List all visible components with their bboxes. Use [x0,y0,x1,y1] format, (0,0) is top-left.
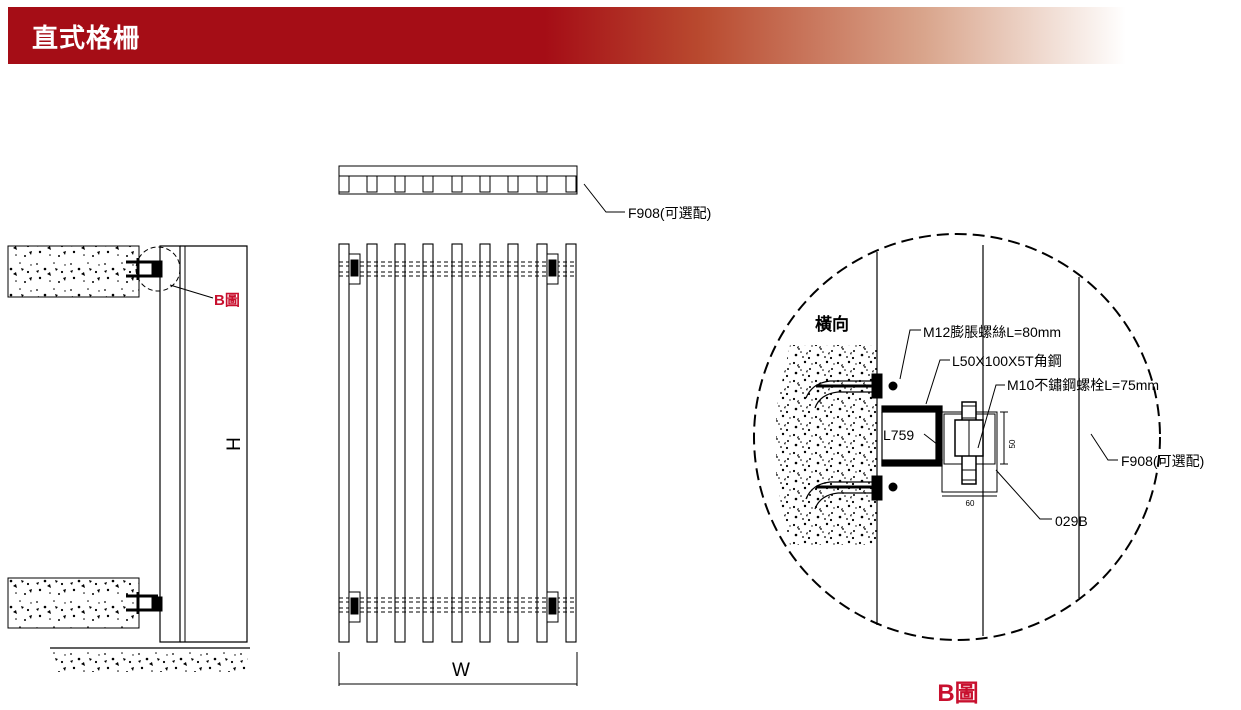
upper-slab [7,245,140,298]
width-dimension [338,652,578,686]
lower-slab [7,577,140,629]
detail-b-caption: B圖 [937,680,978,707]
vertical-slats [338,243,577,643]
clip-label: 029B [1055,513,1088,529]
grille-post [159,245,181,643]
rail-brackets [348,253,559,623]
width-label: W [452,660,470,681]
front-view [338,165,625,686]
concrete-wall [776,345,877,545]
ss-bolt-label: M10不鏽鋼螺栓L=75mm [1007,377,1159,393]
m10-ss-bolt [954,401,984,485]
ground-hatch [52,648,248,672]
header-bar [8,7,1126,64]
dim-height-label: 50 [1008,439,1017,448]
upper-expansion-bolt [805,373,898,409]
hidden-rails [339,261,577,613]
profile-label: F908(可選配) [1121,453,1204,469]
detail-b [753,233,1161,641]
angle-steel-label: L50X100X5T角鋼 [952,353,1062,369]
height-label: H [224,437,245,451]
lower-anchor-bolts [126,592,163,614]
lower-expansion-bolt [805,475,898,510]
direction-label: 橫向 [815,314,849,334]
detail-b-boundary [753,233,1161,641]
page-title: 直式格柵 [32,24,141,54]
bracket-label: L759 [883,427,914,443]
anchor-bolt-label: M12膨脹螺絲L=80mm [923,324,1061,340]
upper-anchor-bolts [126,258,163,280]
detail-b-reference: B圖 [214,291,240,309]
dim-width-label: 60 [966,499,975,508]
detail-b-callout-circle [135,246,181,292]
side-view [7,245,250,672]
f908-label: F908(可選配) [628,205,711,221]
